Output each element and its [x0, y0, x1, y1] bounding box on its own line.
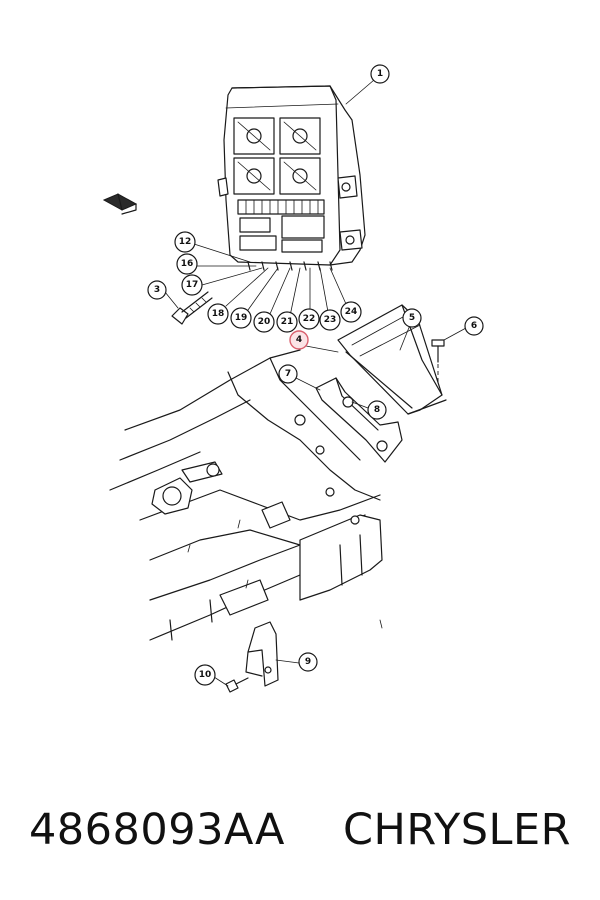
callout-16[interactable]: 16: [176, 253, 198, 275]
screw-6: [431, 339, 445, 384]
callout-3[interactable]: 3: [147, 280, 167, 300]
svg-text:16: 16: [181, 259, 194, 269]
callout-22[interactable]: 22: [298, 308, 320, 330]
cover-bracket-5: [337, 304, 447, 415]
svg-text:12: 12: [179, 237, 192, 247]
callout-10[interactable]: 10: [194, 664, 216, 686]
svg-text:24: 24: [345, 307, 358, 317]
svg-text:1: 1: [377, 69, 383, 79]
svg-text:7: 7: [285, 369, 291, 379]
svg-text:19: 19: [235, 313, 248, 323]
svg-text:5: 5: [409, 313, 415, 323]
svg-text:23: 23: [324, 315, 337, 325]
callout-7[interactable]: 7: [278, 364, 298, 384]
callout-9[interactable]: 9: [298, 652, 318, 672]
callout-17[interactable]: 17: [181, 274, 203, 296]
callout-4[interactable]: 4: [289, 330, 309, 350]
svg-text:6: 6: [471, 321, 477, 331]
svg-text:17: 17: [186, 280, 199, 290]
callout-6[interactable]: 6: [464, 316, 484, 336]
callout-18[interactable]: 18: [207, 303, 229, 325]
fuse-rows: [237, 199, 325, 253]
mount-bracket-7: [315, 377, 403, 463]
svg-text:10: 10: [199, 670, 212, 680]
vehicle-frame: [109, 349, 383, 641]
svg-text:3: 3: [154, 285, 160, 295]
svg-text:18: 18: [212, 309, 225, 319]
part-number: 4868093AA: [28, 805, 285, 855]
callout-21[interactable]: 21: [276, 311, 298, 333]
bolt-3: [171, 291, 213, 325]
callout-8[interactable]: 8: [367, 400, 387, 420]
leader-lines: [164, 79, 467, 687]
svg-text:4: 4: [296, 335, 302, 345]
svg-text:20: 20: [258, 317, 271, 327]
callout-19[interactable]: 19: [230, 307, 252, 329]
svg-text:22: 22: [303, 314, 316, 324]
callout-23[interactable]: 23: [319, 309, 341, 331]
exploded-parts-diagram: 1 3 4 5 6 7 8 9 10 12 16 17 18 19 20 21 …: [102, 64, 484, 693]
fuse-relay-box: [217, 85, 366, 271]
callout-24[interactable]: 24: [340, 301, 362, 323]
bolt-10: [225, 677, 249, 693]
caption-bar: 4868093AA CHRYSLER: [0, 790, 600, 870]
svg-text:9: 9: [305, 657, 311, 667]
callout-20[interactable]: 20: [253, 311, 275, 333]
svg-text:21: 21: [281, 317, 294, 327]
callout-12[interactable]: 12: [174, 231, 196, 253]
clip-part: [102, 193, 138, 215]
callout-1[interactable]: 1: [370, 64, 390, 84]
svg-text:8: 8: [374, 405, 380, 415]
callout-5[interactable]: 5: [402, 308, 422, 328]
callouts: 1 3 4 5 6 7 8 9 10 12 16 17 18 19 20 21 …: [147, 64, 484, 686]
brand-name: CHRYSLER: [342, 805, 572, 855]
lower-bracket-9: [245, 621, 279, 687]
